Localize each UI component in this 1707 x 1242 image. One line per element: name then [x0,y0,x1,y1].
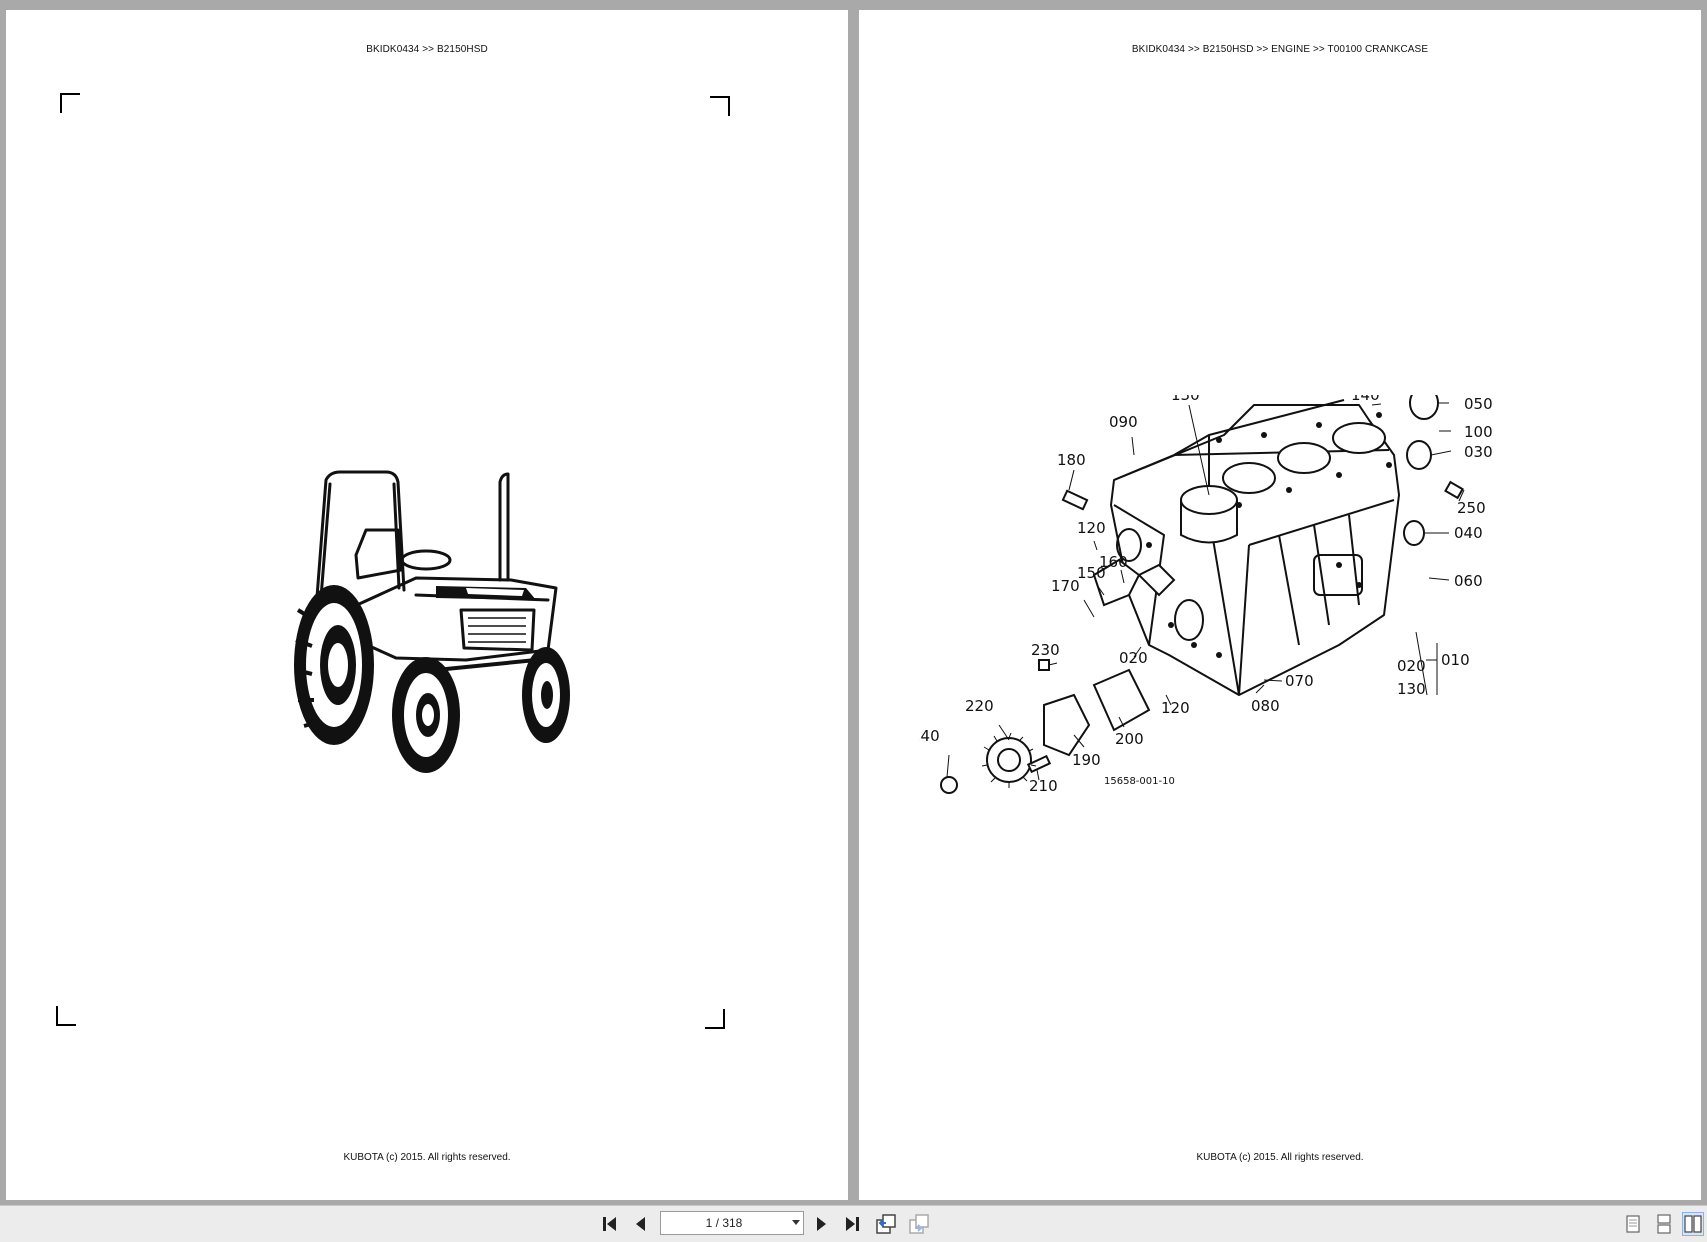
part-label: 130 [1171,395,1200,404]
first-page-button[interactable] [598,1212,622,1236]
page-footer: KUBOTA (c) 2015. All rights reserved. [1196,1152,1364,1163]
part-label: 010 [1441,651,1470,669]
skip-last-icon [846,1217,859,1231]
document-page-left: BKIDK0434 >> B2150HSD [6,10,848,1200]
part-label: 100 [1464,423,1493,441]
single-page-view-button[interactable] [1622,1212,1644,1236]
part-label: 180 [1057,451,1086,469]
two-page-view-button[interactable] [1682,1212,1704,1236]
page-header: BKIDK0434 >> B2150HSD [366,44,488,55]
crankcase-exploded-diagram: 110 140 130 090 050 100 030 180 250 120 … [919,395,1493,795]
part-label: 120 [1161,699,1190,717]
document-page-right: BKIDK0434 >> B2150HSD >> ENGINE >> T0010… [859,10,1701,1200]
triangle-left-icon [636,1217,645,1231]
last-page-button[interactable] [840,1212,864,1236]
page-number-field[interactable] [660,1211,804,1235]
viewer-toolbar [0,1205,1707,1242]
go-forward-button[interactable] [906,1212,932,1236]
part-label: 250 [1457,499,1486,517]
page-footer: KUBOTA (c) 2015. All rights reserved. [343,1152,511,1163]
part-label: 090 [1109,413,1138,431]
part-label: 240 [919,727,940,745]
chevron-down-icon[interactable] [792,1220,800,1225]
part-label: 030 [1464,443,1493,461]
part-label: 130 [1397,680,1426,698]
part-label: 060 [1454,572,1483,590]
part-label: 020 [1119,649,1148,667]
part-label: 020 [1397,657,1426,675]
part-label: 150 [1077,564,1106,582]
previous-page-button[interactable] [628,1212,652,1236]
back-view-icon [876,1214,896,1234]
part-label: 230 [1031,641,1060,659]
part-label: 170 [1051,577,1080,595]
page-number-input[interactable] [661,1212,787,1234]
triangle-right-icon [817,1217,826,1231]
part-label: 220 [965,697,994,715]
drawing-code: 15658-001-10 [1104,776,1175,787]
part-label: 140 [1351,395,1380,404]
single-page-icon [1626,1215,1640,1233]
two-page-icon [1684,1215,1702,1233]
crop-mark-bottom-right [705,1009,725,1029]
forward-view-icon [909,1214,929,1234]
continuous-view-button[interactable] [1653,1212,1675,1236]
part-label: 080 [1251,697,1280,715]
page-header: BKIDK0434 >> B2150HSD >> ENGINE >> T0010… [1131,44,1429,55]
tractor-illustration [294,470,570,773]
part-label: 050 [1464,395,1493,413]
continuous-icon [1657,1214,1671,1234]
go-back-button[interactable] [873,1212,899,1236]
skip-first-icon [603,1217,616,1231]
next-page-button[interactable] [810,1212,834,1236]
part-label: 120 [1077,519,1106,537]
part-label: 210 [1029,777,1058,795]
crop-mark-top-right [710,96,730,116]
part-label: 160 [1099,553,1128,571]
part-label: 070 [1285,672,1314,690]
crop-mark-bottom-left [56,1006,76,1026]
part-label: 040 [1454,524,1483,542]
part-label: 190 [1072,751,1101,769]
crop-mark-top-left [60,93,80,113]
part-label: 200 [1115,730,1144,748]
